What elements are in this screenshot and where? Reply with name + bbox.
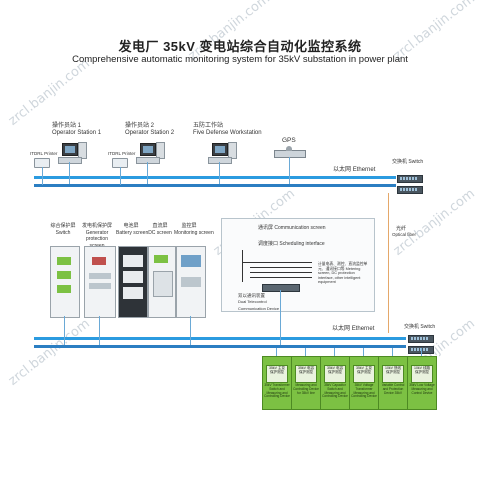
connector-line (363, 348, 364, 356)
connector-line (392, 348, 393, 356)
ethernet-bus-bottom (34, 345, 406, 348)
battery-cabinet (118, 246, 148, 318)
dc-cabinet (148, 246, 176, 318)
connector-line (334, 348, 335, 356)
monitor-icon (212, 143, 228, 156)
connector-line (219, 162, 220, 184)
diagram-title-cn: 发电厂 35kV 变电站综合自动化监控系统 (118, 39, 362, 54)
gps-device-icon (274, 150, 306, 158)
connector-line (276, 348, 277, 356)
unit-title: 35kV 电容 保护测控 (295, 365, 317, 383)
unit-description: Measuring and Controlling Device for 35k… (293, 383, 319, 395)
station-3-label-cn: 五防工作站 (193, 123, 224, 129)
diagram-title-en: Comprehensive automatic monitoring syste… (72, 54, 408, 65)
comm-interface-label: 调度接口 Scheduling interface (258, 241, 325, 247)
protection-unit: 10kV 馈线 保护测控 Variable Control and Protec… (378, 356, 408, 410)
unit-description: 35kV Transformer Switch and Measuring an… (264, 383, 290, 399)
switch-icon (408, 335, 434, 343)
keyboard-icon (58, 157, 82, 164)
switch-bottom-label: 交换机 Switch (404, 324, 436, 330)
ethernet-bus-top (34, 184, 396, 187)
ethernet-bottom-label: 以太网 Ethernet (332, 326, 375, 332)
unit-title: 35kV 主变 保护测控 (353, 365, 375, 383)
ethernet-top-label: 以太网 Ethernet (333, 167, 376, 173)
station-1-label-cn: 操作员站 1 (52, 123, 82, 129)
protection-unit: 10kV 线路 保护测控 35kV Low Voltage Measuring … (407, 356, 437, 410)
comm-screen-label: 通讯屏 Communication screen (258, 225, 326, 231)
watermark: zrcl.banjin.com (5, 56, 93, 129)
connector-line (242, 262, 312, 263)
protection-unit: 35kV 电容 保护测控 Measuring and Controlling D… (291, 356, 321, 410)
connector-line (280, 290, 281, 345)
watermark: zrcl.banjin.com (5, 316, 93, 389)
switch-top-label: 交换机 Switch (392, 159, 424, 165)
gps-label: GPS (282, 137, 296, 144)
monitor-icon (62, 143, 78, 156)
comm-device-label-cn: 双以通讯装置 (238, 293, 265, 298)
unit-description: 35kV Voltage Transformer Measuring and C… (351, 383, 377, 399)
fiber-label-cn: 光纤 (396, 226, 407, 232)
communication-screen-frame (221, 218, 375, 312)
connector-line (242, 250, 243, 282)
unit-description: Variable Control and Protection Device 3… (381, 383, 405, 395)
printer-label: ITDRL Printer (30, 151, 58, 156)
monitor-icon (140, 143, 156, 156)
station-1-label-en: Operator Station 1 (52, 130, 102, 136)
computer-tower-icon (156, 142, 165, 159)
unit-title: 10kV 馈线 保护测控 (382, 365, 404, 383)
keyboard-icon (208, 157, 232, 164)
optical-fiber-line (388, 193, 389, 333)
printer-label: ITDRL Printer (108, 151, 136, 156)
ethernet-bus-top (34, 176, 396, 179)
ethernet-bus-bottom (34, 337, 406, 340)
comm-device-label-en: Dual Telecontrol Communication Device (238, 299, 280, 311)
gps-antenna-icon (286, 146, 292, 151)
computer-tower-icon (78, 142, 87, 159)
connector-line (421, 348, 422, 356)
connector-line (120, 167, 121, 185)
connector-line (64, 316, 65, 345)
unit-description: 35kV Capacitor Switch and Measuring and … (322, 383, 348, 399)
connector-line (190, 316, 191, 345)
communication-device (262, 284, 300, 292)
connector-line (305, 348, 306, 356)
unit-title: 35kV 电容 保护测控 (324, 365, 346, 383)
switch-icon (397, 175, 423, 183)
connector-line (250, 277, 312, 278)
protection-unit: 35kV 电容 保护测控 35kV Capacitor Switch and M… (320, 356, 350, 410)
fiber-label-en: Optical fiber (392, 232, 417, 237)
monitoring-cabinet (176, 246, 206, 318)
generator-protection-cabinet (84, 246, 116, 318)
station-2-label-en: Operator Station 2 (125, 130, 175, 136)
computer-tower-icon (228, 142, 237, 159)
connector-line (42, 167, 43, 185)
connector-line (147, 162, 148, 184)
protection-unit: 35kV 主变 保护测控 35kV Transformer Switch and… (262, 356, 292, 410)
connector-line (99, 316, 100, 345)
station-2-label-cn: 操作员站 2 (125, 123, 155, 129)
switch-icon (397, 186, 423, 194)
unit-title: 10kV 线路 保护测控 (411, 365, 433, 383)
connector-line (250, 267, 312, 268)
unit-description: 35kV Low Voltage Measuring and Control D… (409, 383, 435, 395)
unit-title: 35kV 主变 保护测控 (266, 365, 288, 383)
protection-unit: 35kV 主变 保护测控 35kV Voltage Transformer Me… (349, 356, 379, 410)
watermark: zrcl.banjin.com (390, 186, 478, 259)
connector-line (289, 157, 290, 184)
protection-cabinet (50, 246, 80, 318)
comm-note: 计量电表、测控、直流监控单元、通讯接口等 Metering screen, DC… (318, 262, 368, 284)
keyboard-icon (136, 157, 160, 164)
station-3-label-en: Five Defense Workstation (193, 130, 262, 136)
connector-line (69, 162, 70, 184)
connector-line (250, 272, 312, 273)
